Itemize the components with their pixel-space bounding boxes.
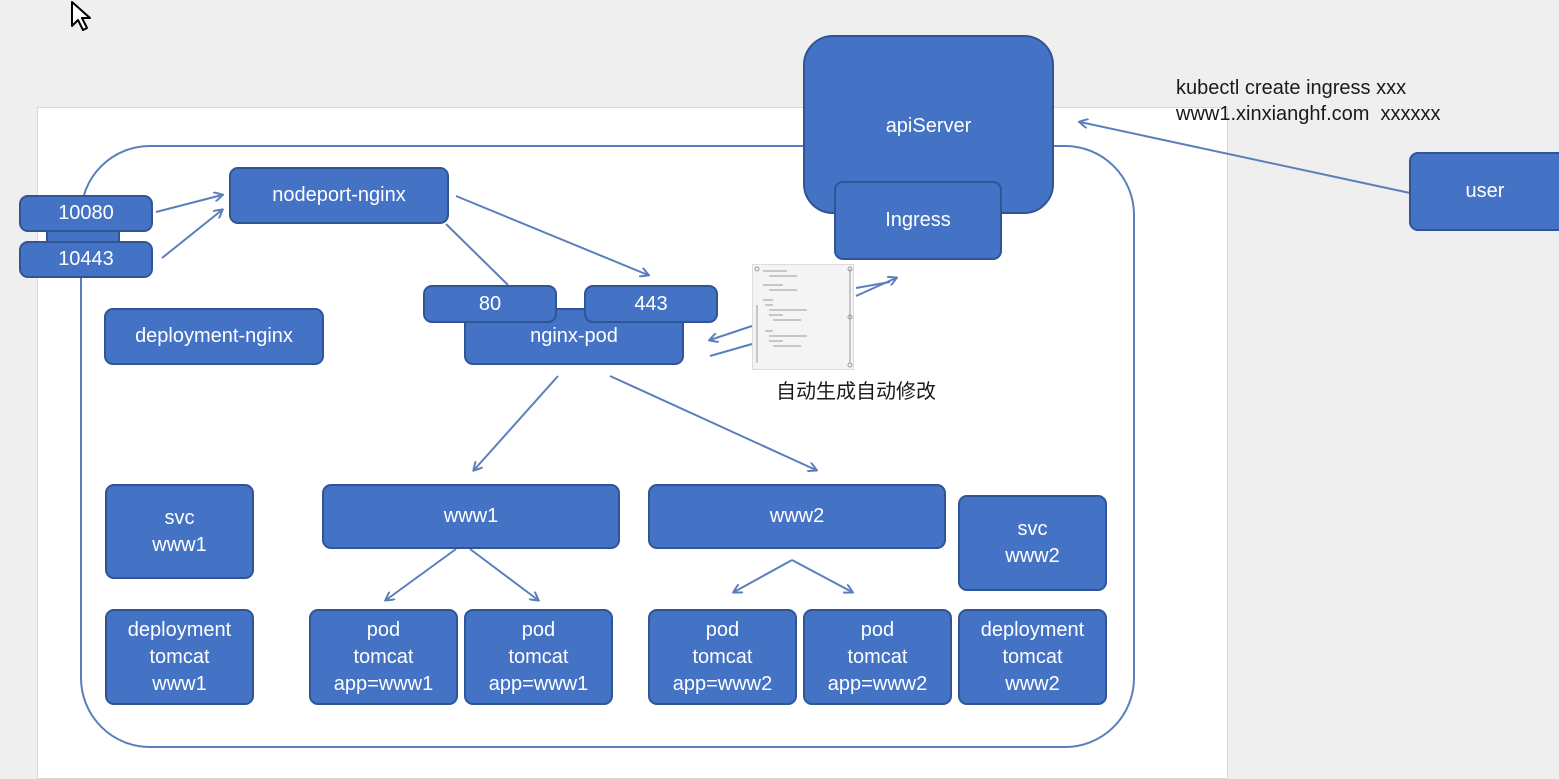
svc-www1-box: svc www1 <box>105 484 254 579</box>
arrow-www2-to-pod-b <box>791 559 852 592</box>
nodeport-nginx-box: nodeport-nginx <box>229 167 449 224</box>
deployment-tomcat-www2-box: deployment tomcat www2 <box>958 609 1107 705</box>
port-443-box: 443 <box>584 285 718 323</box>
arrow-10443-to-nodeport <box>161 210 222 259</box>
arrow-config-to-nginx-pod-1 <box>710 325 753 340</box>
nginx-config-thumbnail-icon <box>752 264 854 370</box>
line-nodeport-to-80 <box>445 223 509 286</box>
deployment-nginx-box: deployment-nginx <box>104 308 324 365</box>
svc-www2-box: svc www2 <box>958 495 1107 591</box>
mouse-pointer-icon <box>70 0 96 37</box>
pod-tomcat-www2-a-box: pod tomcat app=www2 <box>648 609 797 705</box>
arrow-nginx-pod-to-www1 <box>474 375 559 470</box>
arrow-www1-to-pod-a <box>386 548 457 600</box>
pod-tomcat-www1-b-box: pod tomcat app=www1 <box>464 609 613 705</box>
arrow-config-to-ingress-2 <box>855 281 891 289</box>
arrow-www2-to-pod-a <box>734 559 793 592</box>
arrow-config-to-ingress-1 <box>855 278 896 297</box>
arrow-10080-to-nodeport <box>155 195 222 213</box>
port-10443-box: 10443 <box>19 241 153 278</box>
ingress-box: Ingress <box>834 181 1002 260</box>
auto-generate-caption: 自动生成自动修改 <box>776 381 936 403</box>
www1-box: www1 <box>322 484 620 549</box>
pod-tomcat-www2-b-box: pod tomcat app=www2 <box>803 609 952 705</box>
deployment-tomcat-www1-box: deployment tomcat www1 <box>105 609 254 705</box>
arrow-nodeport-to-443 <box>455 195 648 275</box>
port-80-box: 80 <box>423 285 557 323</box>
port-10080-box: 10080 <box>19 195 153 232</box>
user-box: user <box>1409 152 1559 231</box>
arrow-config-to-nginx-pod-2 <box>709 343 753 357</box>
kubectl-command-line-2: www1.xinxianghf.com xxxxxx <box>1176 103 1441 125</box>
pod-tomcat-www1-a-box: pod tomcat app=www1 <box>309 609 458 705</box>
arrow-www1-to-pod-b <box>469 548 538 600</box>
cluster-boundary <box>80 145 1135 748</box>
arrow-user-to-apiserver <box>1080 122 1411 194</box>
www2-box: www2 <box>648 484 946 549</box>
arrow-nginx-pod-to-www2 <box>609 375 816 470</box>
kubectl-command-line-1: kubectl create ingress xxx <box>1176 77 1407 99</box>
